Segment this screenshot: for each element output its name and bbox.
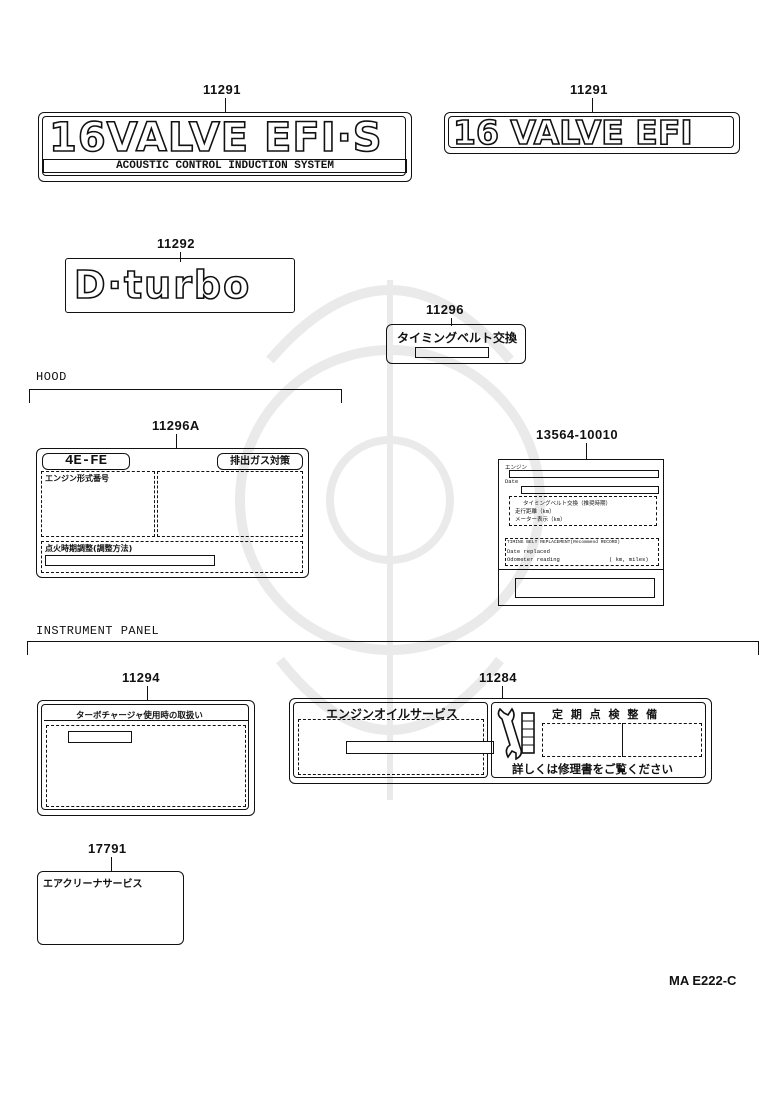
label-11296a-emission: 4E-FE 排出ガス対策 エンジン形式番号 点火時期調整(調整方法): [36, 448, 309, 578]
leader-line: [176, 434, 177, 448]
label-right-footer: 詳しくは修理書をご覧ください: [512, 762, 673, 776]
field-ignition-timing: 点火時期調整(調整方法): [45, 544, 133, 553]
label-main-text: 16 VALVE EFI: [452, 112, 693, 153]
wrench-icon: [497, 707, 535, 761]
label-main-text: 16VALVE EFI·S: [48, 114, 383, 162]
part-number-11291-b: 11291: [570, 82, 608, 97]
label-text: タイミングベルト交換: [397, 331, 518, 345]
diagram-code: MA E222-C: [669, 973, 737, 988]
label-title: エアクリーナサービス: [43, 879, 143, 890]
leader-line: [147, 686, 148, 700]
section-bracket-instrument-panel: [27, 641, 759, 655]
label-main-text: D·turbo: [73, 262, 252, 308]
leader-line: [592, 98, 593, 112]
leader-line: [111, 857, 112, 871]
engine-code: 4E-FE: [42, 453, 130, 470]
label-11291-acoustic: 16VALVE EFI·S ACOUSTIC CONTROL INDUCTION…: [38, 112, 412, 182]
leader-line: [180, 252, 181, 262]
part-number-11292: 11292: [157, 236, 195, 251]
leader-line: [451, 318, 452, 326]
label-11296-timing-belt: タイミングベルト交換: [386, 324, 526, 364]
part-number-11296a: 11296A: [152, 418, 200, 433]
label-title: ターボチャージャ使用時の取扱い: [76, 711, 203, 721]
watermark-emblem: [235, 280, 545, 800]
label-11292-dturbo: D·turbo: [65, 258, 295, 313]
section-bracket-hood: [29, 389, 342, 403]
part-number-11296: 11296: [426, 302, 464, 317]
label-11291-16valve: 16 VALVE EFI: [444, 112, 740, 154]
label-13564-timing-record: エンジン Date タイミングベルト交換（推奨時期） 走行距離（km） メーター…: [498, 459, 664, 606]
label-left-title: エンジンオイルサービス: [326, 707, 459, 721]
field-engine-number: エンジン形式番号: [45, 474, 109, 483]
part-number-17791: 17791: [88, 841, 127, 856]
label-sub-text: ACOUSTIC CONTROL INDUCTION SYSTEM: [43, 159, 407, 173]
leader-line: [502, 686, 503, 698]
section-title-instrument-panel: INSTRUMENT PANEL: [36, 624, 160, 638]
label-11294-turbo-handling: ターボチャージャ使用時の取扱い: [37, 700, 255, 816]
emission-badge: 排出ガス対策: [217, 453, 303, 470]
label-right-title: 定 期 点 検 整 備: [552, 708, 660, 721]
part-number-11294: 11294: [122, 670, 160, 685]
part-number-11291-a: 11291: [203, 82, 241, 97]
leader-line: [225, 98, 226, 112]
label-17791-air-cleaner: エアクリーナサービス: [37, 871, 184, 945]
part-number-13564-10010: 13564-10010: [536, 427, 619, 442]
label-11284-oil-service: エンジンオイルサービス 定 期 点 検 整 備 詳しくは修理書をご覧ください: [289, 698, 712, 784]
section-title-hood: HOOD: [36, 370, 67, 384]
leader-line: [586, 443, 587, 459]
part-number-11284: 11284: [479, 670, 517, 685]
